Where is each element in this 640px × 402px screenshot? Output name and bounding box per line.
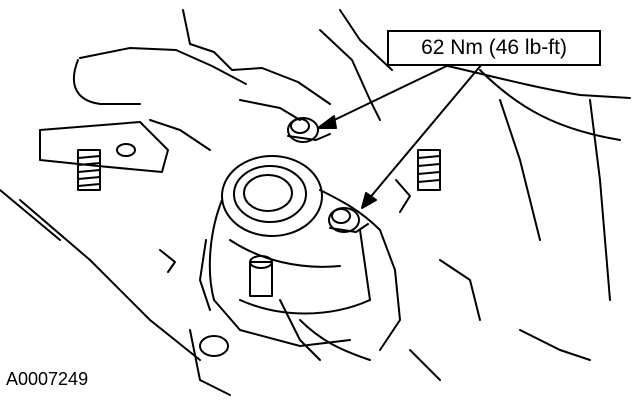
- lower-stud: [250, 256, 370, 360]
- figure-id: A0007249: [6, 369, 89, 389]
- bearing-housing: [200, 156, 400, 350]
- torque-callout-label: 62 Nm (46 lb-ft): [387, 30, 601, 66]
- callout-arrows: [318, 62, 482, 208]
- torque-value: 62 Nm (46 lb-ft): [421, 36, 567, 59]
- stud-right: [396, 150, 440, 212]
- bolt-upper: [288, 118, 330, 142]
- bolt-lower: [329, 208, 368, 232]
- mounting-bracket: [0, 122, 200, 360]
- lower-components: [160, 250, 590, 395]
- stud-left: [78, 150, 100, 190]
